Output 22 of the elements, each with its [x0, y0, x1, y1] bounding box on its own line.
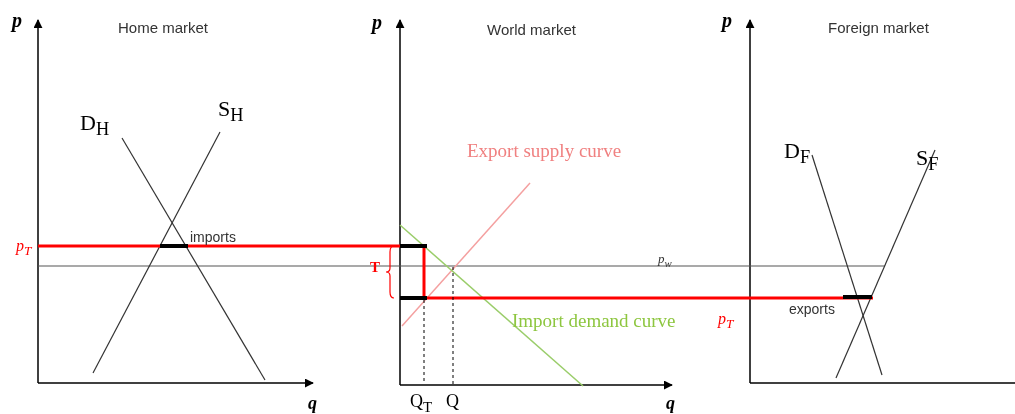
axis-label: p [12, 10, 22, 30]
curve-label: Export supply curve [467, 141, 622, 160]
curve-label: D$_{F}$ [784, 140, 811, 167]
axis-label: Q$_{T}$ [410, 392, 433, 414]
panel-title: Home market [118, 20, 209, 35]
panel-title: World market [487, 22, 576, 37]
curve-label: Import demand curve [512, 311, 676, 330]
price-label: p$_{w}$ [658, 252, 672, 269]
panel-title: Foreign market [828, 20, 929, 35]
imports-label: imports [190, 230, 236, 244]
curve-label: S$_{H}$ [218, 98, 244, 125]
axis-label: p [372, 12, 382, 32]
axis-label: p [722, 10, 732, 30]
price-label: p$_{T}$ [718, 311, 734, 331]
axis-label: q [308, 394, 317, 412]
axis-label: q [666, 394, 675, 412]
axis-label: Q [446, 392, 459, 410]
exports-label: exports [789, 302, 835, 316]
price-label: p$_{T}$ [16, 238, 32, 258]
tariff-label: T [370, 260, 380, 275]
curve-label: S$_{F}$ [916, 147, 939, 174]
curve-label: D$_{H}$ [80, 112, 110, 139]
